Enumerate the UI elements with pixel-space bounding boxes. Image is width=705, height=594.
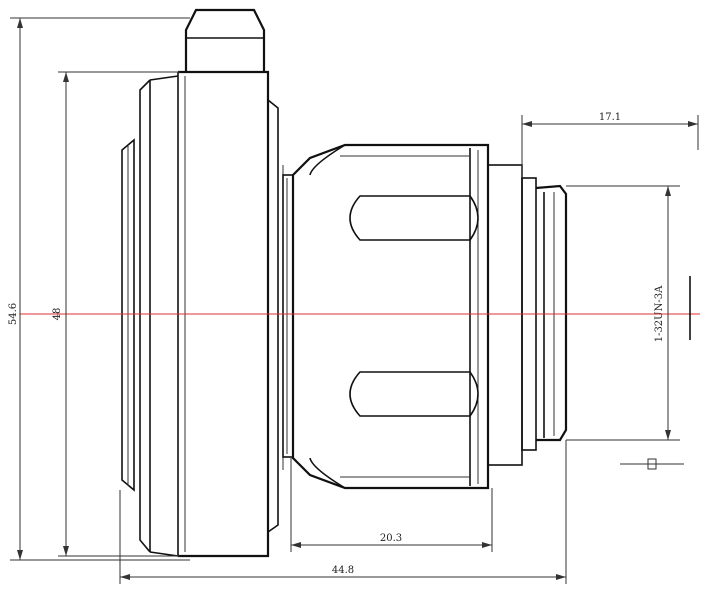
dim-total-height: 54.6 [8,17,190,561]
dim-overall-length-label: 44.8 [332,565,354,576]
thread-mount [487,164,568,466]
neck [282,174,294,458]
connector-nub [184,8,266,72]
flatness-symbol [620,458,684,470]
dim-overall-length: 44.8 [119,440,567,584]
dim-knurl-length-label: 20.3 [380,533,402,544]
dim-thread-spec-label: 1-32UN-3A [654,285,665,342]
dim-body-diameter-label: 48 [52,308,63,321]
dim-thread-spec: 1-32UN-3A [566,185,691,441]
dim-knurl-length: 20.3 [290,458,493,552]
dim-thread-length-label: 17.1 [599,112,621,123]
dim-body-diameter: 48 [52,71,180,557]
knurled-collar [291,143,490,490]
dim-total-height-label: 54.6 [8,303,19,325]
dim-thread-length: 17.1 [521,112,699,178]
